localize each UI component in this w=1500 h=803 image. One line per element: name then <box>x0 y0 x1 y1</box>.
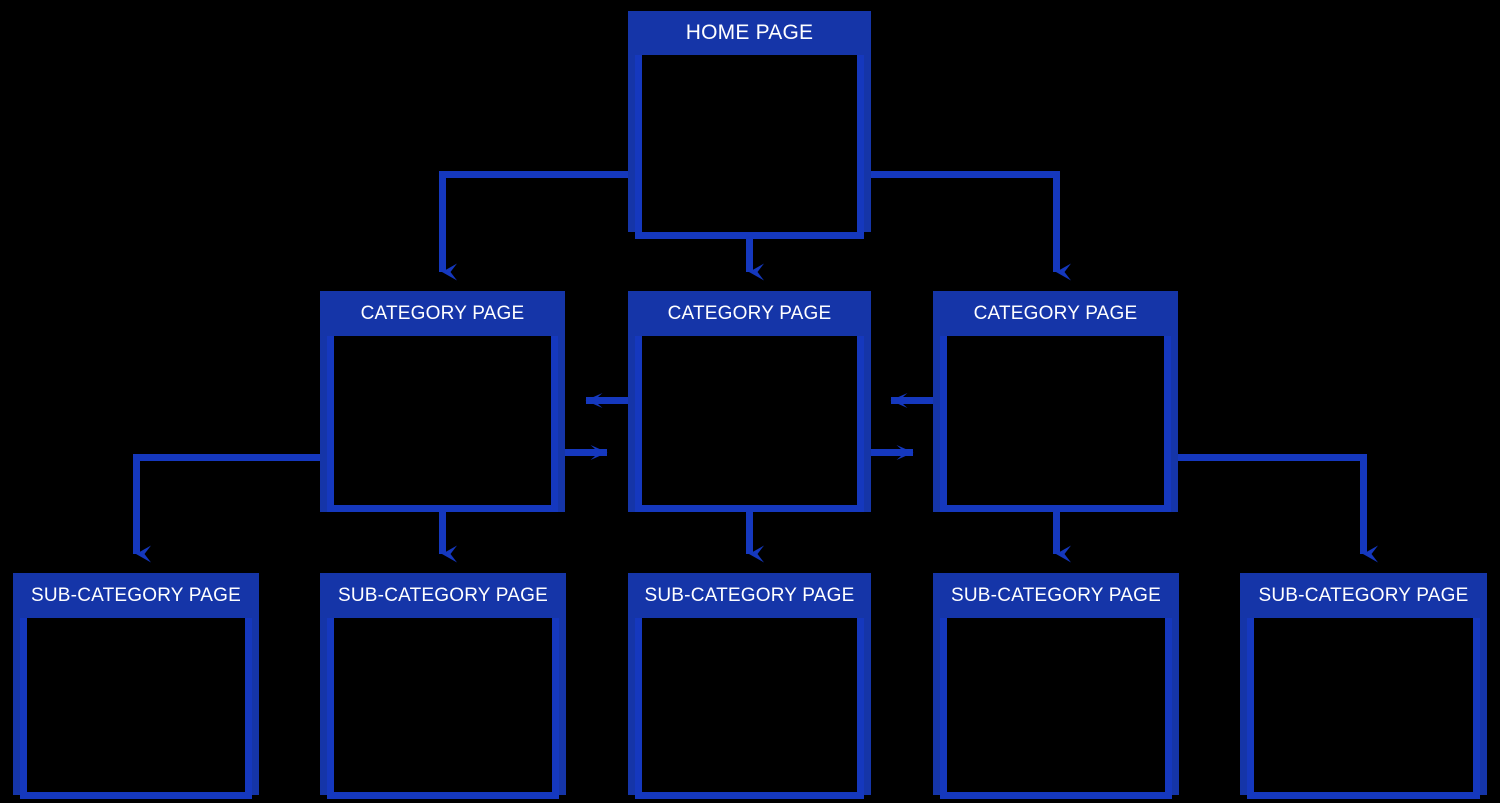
node-subcategory-page-4[interactable]: SUB-CATEGORY PAGE <box>933 573 1179 799</box>
node-subcategory-page-5-label: SUB-CATEGORY PAGE <box>1240 573 1487 618</box>
node-category-page-2-body <box>635 336 864 512</box>
node-subcategory-page-2-label: SUB-CATEGORY PAGE <box>320 573 566 618</box>
node-subcategory-page-1-label: SUB-CATEGORY PAGE <box>13 573 259 618</box>
connector-home-to-category-3 <box>871 171 1071 281</box>
node-subcategory-page-3-label: SUB-CATEGORY PAGE <box>628 573 871 618</box>
connector-home-to-category-1 <box>439 171 628 281</box>
node-subcategory-page-3[interactable]: SUB-CATEGORY PAGE <box>628 573 871 799</box>
connector-category-1-to-subcategory-1 <box>133 454 320 563</box>
node-category-page-3-label: CATEGORY PAGE <box>933 291 1178 336</box>
node-home-page-label: HOME PAGE <box>628 11 871 55</box>
node-subcategory-page-5[interactable]: SUB-CATEGORY PAGE <box>1240 573 1487 799</box>
node-subcategory-page-5-body <box>1247 618 1480 799</box>
node-subcategory-page-1-body <box>20 618 252 799</box>
node-subcategory-page-2-body <box>327 618 559 799</box>
node-subcategory-page-1[interactable]: SUB-CATEGORY PAGE <box>13 573 259 799</box>
node-category-page-3-body <box>940 336 1171 512</box>
node-category-page-1-label: CATEGORY PAGE <box>320 291 565 336</box>
node-home-page-body <box>635 55 864 239</box>
node-category-page-1[interactable]: CATEGORY PAGE <box>320 291 565 512</box>
node-category-page-3[interactable]: CATEGORY PAGE <box>933 291 1178 512</box>
node-category-page-2-label: CATEGORY PAGE <box>628 291 871 336</box>
node-category-page-1-body <box>327 336 558 512</box>
node-subcategory-page-4-body <box>940 618 1172 799</box>
node-subcategory-page-3-body <box>635 618 864 799</box>
connector-category-3-to-subcategory-5 <box>1178 454 1378 563</box>
node-subcategory-page-2[interactable]: SUB-CATEGORY PAGE <box>320 573 566 799</box>
node-category-page-2[interactable]: CATEGORY PAGE <box>628 291 871 512</box>
node-home-page[interactable]: HOME PAGE <box>628 11 871 239</box>
node-subcategory-page-4-label: SUB-CATEGORY PAGE <box>933 573 1179 618</box>
